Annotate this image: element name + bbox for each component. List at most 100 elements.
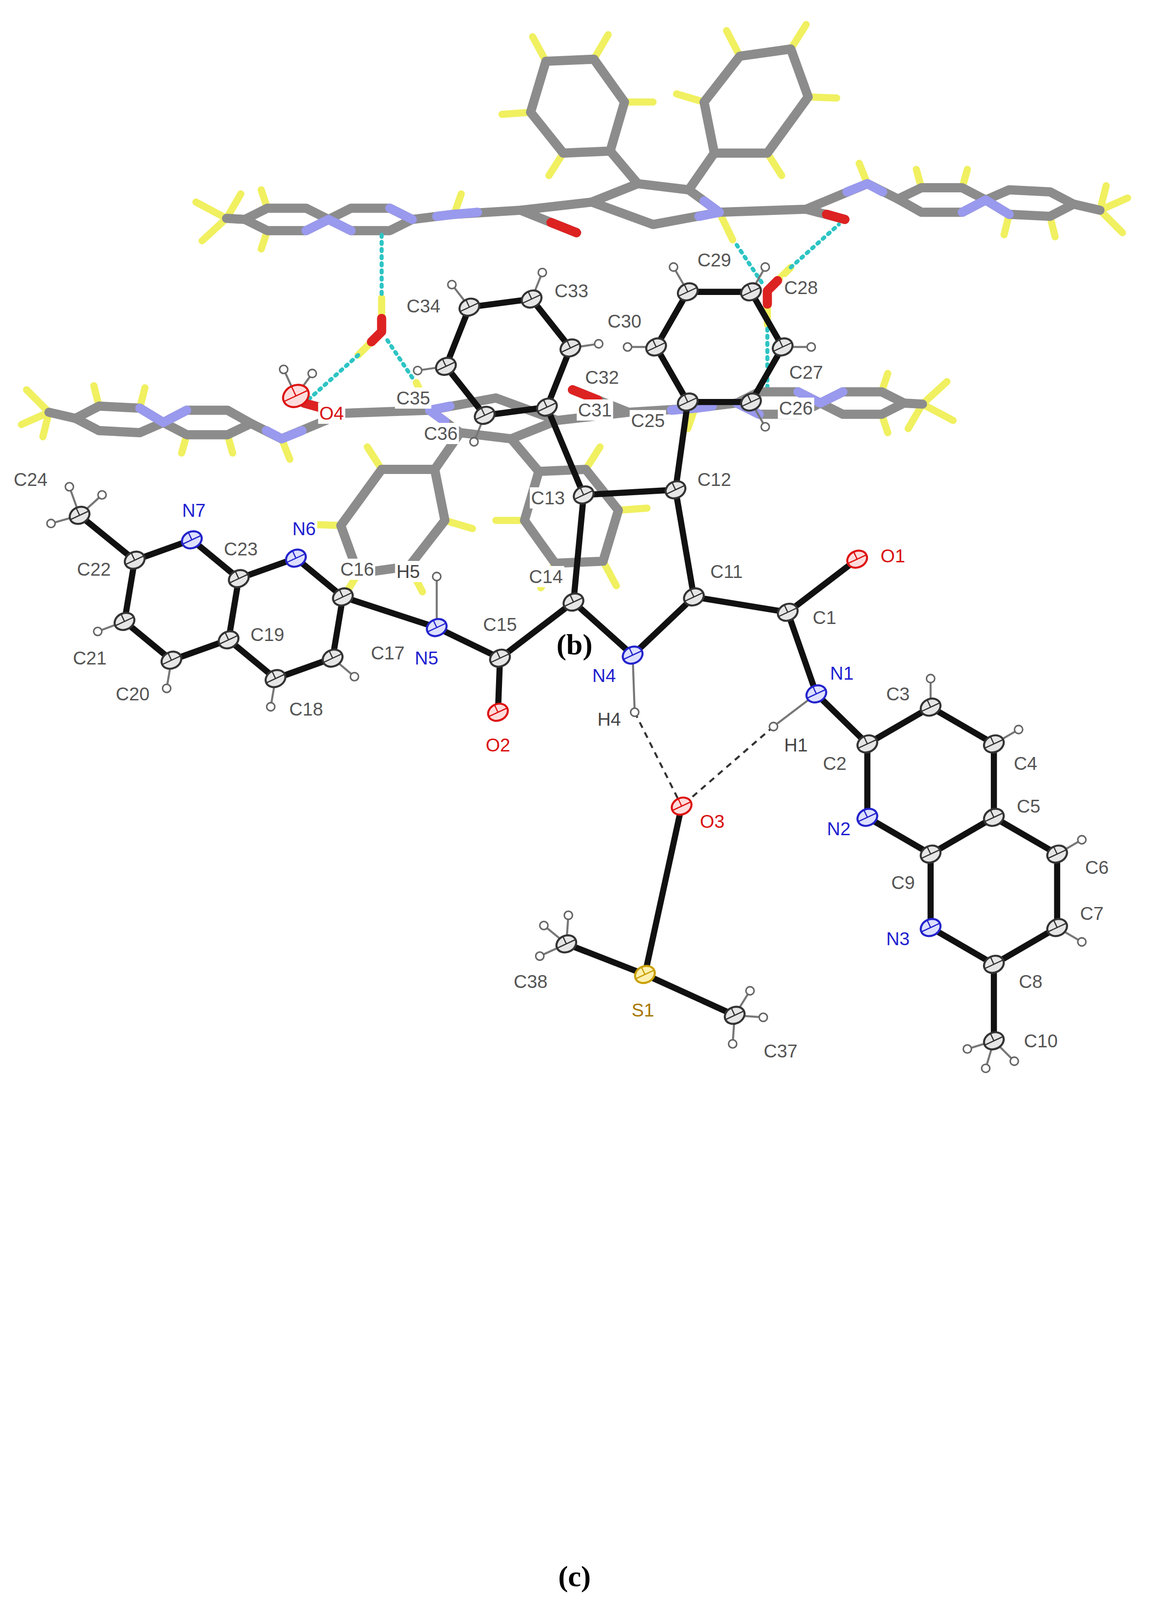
- drawing-part: [610, 150, 638, 184]
- atom-ellipsoid: [918, 842, 944, 867]
- atom-label: C13: [529, 487, 567, 509]
- bond-line: [927, 854, 934, 928]
- atom-ellipsoid: [619, 643, 646, 667]
- bond-line: [675, 489, 694, 597]
- bond-line: [1054, 854, 1061, 928]
- atom-ellipsoid: [722, 1003, 748, 1028]
- atom-ellipsoid: [769, 335, 796, 359]
- hydrogen-atom: [350, 672, 359, 682]
- hydrogen-atom: [308, 369, 317, 378]
- atom-ellipsoid: [433, 354, 459, 379]
- hydrogen-atom: [98, 491, 107, 500]
- atom-ellipsoid: [981, 732, 1007, 756]
- atom-label: C34: [405, 295, 442, 317]
- bond-line: [573, 495, 584, 603]
- atom-ellipsoid: [662, 478, 688, 502]
- atom-ellipsoid: [774, 600, 801, 625]
- bond-line: [675, 402, 688, 491]
- drawing-part: [550, 222, 577, 233]
- atom-ellipsoid: [553, 932, 579, 956]
- atom-label: C22: [75, 558, 112, 580]
- atom-ellipsoid: [456, 295, 482, 319]
- drawing-part: [826, 214, 845, 220]
- hydrogen-atom: [963, 1045, 972, 1054]
- ellipsoid-axis: [1053, 920, 1058, 928]
- bond-line: [930, 707, 994, 745]
- bond-line: [531, 299, 571, 348]
- atom-label: H4: [595, 708, 623, 730]
- atom-ellipsoid: [981, 1028, 1007, 1053]
- panel-label: (b): [554, 628, 594, 663]
- atom-ellipsoid: [854, 805, 880, 830]
- atom-ellipsoid: [981, 805, 1007, 830]
- ellipsoid-axis: [927, 699, 931, 708]
- ellipsoid-axis: [990, 956, 994, 965]
- ellipsoid-axis: [494, 705, 498, 713]
- atom-label: C6: [1083, 856, 1110, 879]
- atom-ellipsoid: [121, 548, 148, 573]
- atom-label: C23: [222, 538, 260, 560]
- hydrogen-atom: [728, 1040, 737, 1049]
- atom-label: N2: [825, 818, 852, 840]
- ellipsoid-axis: [496, 650, 500, 659]
- ellipsoid-axis: [225, 632, 229, 640]
- drawing-part: [962, 200, 1010, 215]
- atom-ellipsoid: [1044, 842, 1070, 867]
- atom-ellipsoid: [854, 732, 880, 756]
- stick-molecule-copy: [21, 229, 954, 598]
- ellipsoid-axis: [629, 647, 633, 656]
- ellipsoid-axis: [580, 487, 584, 495]
- drawing-part: [676, 24, 837, 176]
- atom-ellipsoid: [738, 390, 764, 414]
- hydrogen-atom: [447, 280, 457, 289]
- atom-ellipsoid: [632, 962, 658, 987]
- ellipsoid-axis: [433, 620, 437, 628]
- atom-ellipsoid: [179, 528, 205, 552]
- hydrogen-atom: [623, 342, 632, 352]
- hydrogen-atom: [162, 684, 171, 693]
- ellipsoid-axis: [684, 394, 688, 403]
- bond-line: [342, 596, 437, 628]
- atom-label: C15: [481, 613, 519, 636]
- ellipsoid-axis: [442, 358, 446, 367]
- bond-line: [990, 964, 997, 1041]
- ellipsoid-axis: [671, 482, 676, 490]
- atom-label: C8: [1017, 970, 1044, 993]
- ellipsoid-axis: [528, 291, 532, 300]
- hydrogen-atom: [539, 921, 549, 930]
- ellipsoid-axis: [990, 1033, 994, 1041]
- atom-label: C31: [576, 399, 613, 421]
- ellipsoid-axis: [779, 339, 783, 347]
- atom-ellipsoid: [1044, 915, 1070, 940]
- drawing-part: [767, 280, 778, 305]
- atom-label: C37: [762, 1040, 799, 1062]
- atom-label: O3: [698, 810, 726, 833]
- atom-label: S1: [629, 999, 656, 1021]
- atom-ellipsoid: [560, 590, 587, 614]
- atom-ellipsoid: [472, 403, 498, 428]
- bond-line: [583, 489, 676, 495]
- ellipsoid-axis: [672, 801, 691, 811]
- bond-line: [751, 291, 783, 347]
- bond-line: [930, 927, 994, 965]
- ellipsoid-axis: [131, 552, 135, 561]
- hydrogen-atom: [807, 342, 816, 352]
- bond-line: [656, 346, 688, 403]
- hydrogen-sticks: [196, 24, 1128, 325]
- atom-ellipsoid: [738, 280, 764, 304]
- atom-label: C32: [583, 366, 621, 388]
- ellipsoid-axis: [863, 736, 867, 744]
- atom-ellipsoid: [918, 695, 944, 719]
- ellipsoid-axis: [641, 967, 645, 975]
- ellipsoid-axis: [812, 686, 816, 694]
- hydrogen-atom: [432, 572, 441, 581]
- atom-label: C38: [512, 970, 549, 993]
- atom-label: C5: [1015, 795, 1042, 817]
- atom-label: C33: [553, 280, 590, 302]
- atom-label: C19: [248, 624, 286, 646]
- ellipsoid-axis: [229, 574, 249, 584]
- bond-line: [79, 515, 135, 561]
- atom-label: C24: [12, 468, 49, 491]
- atom-label: N1: [828, 662, 856, 684]
